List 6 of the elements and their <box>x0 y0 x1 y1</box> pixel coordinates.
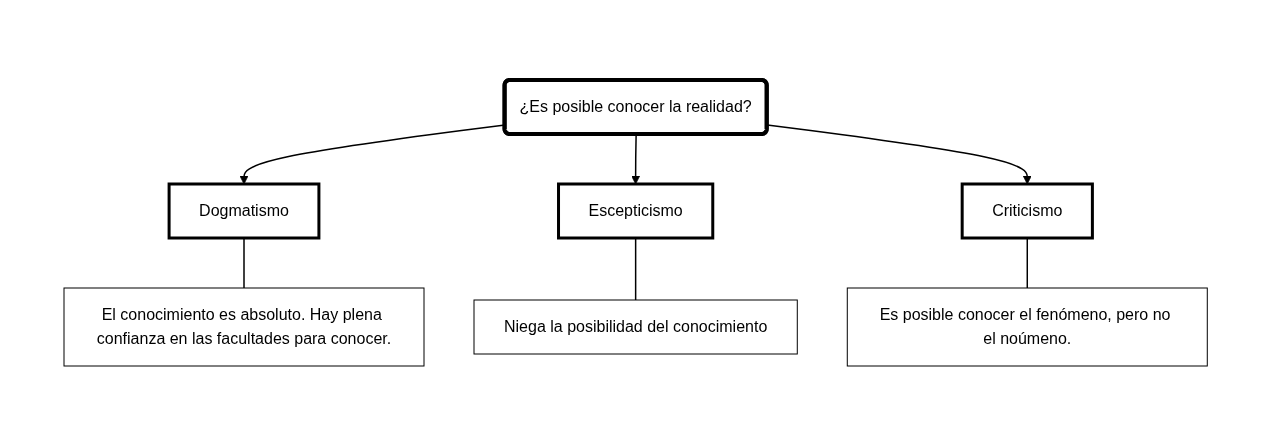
node-box: Criticismo <box>960 182 1094 240</box>
node-box: Escepticismo <box>556 182 715 240</box>
node-box: El conocimiento es absoluto. Hay plena confianza en las facultades para conocer. <box>63 287 425 367</box>
node-box: Niega la posibilidad del conocimiento <box>473 299 798 355</box>
node-box: Es posible conocer el fenómeno, pero no el noúmeno. <box>846 287 1208 367</box>
node-box: Dogmatismo <box>167 182 321 240</box>
